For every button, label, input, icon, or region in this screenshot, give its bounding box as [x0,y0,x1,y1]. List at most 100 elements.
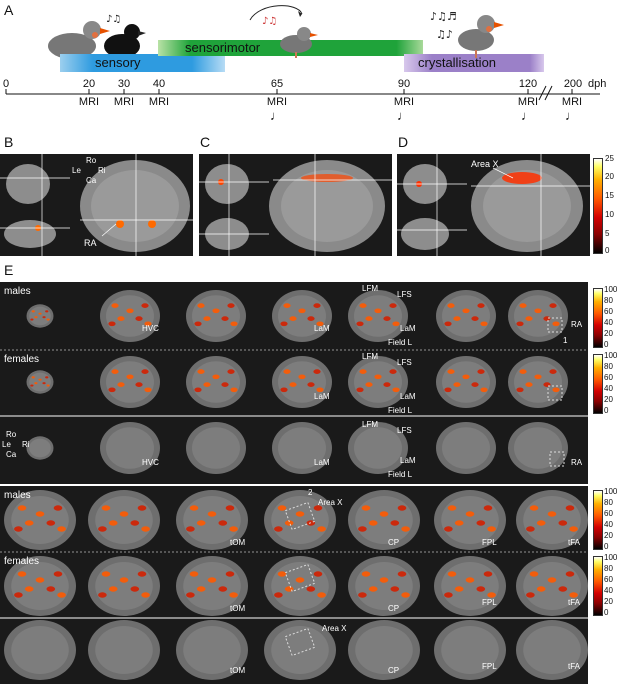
brain-slice [176,556,248,616]
practicing-bird-icon: ♪♫ [249,5,318,58]
colorbar-e-4 [593,556,603,616]
colorbar-e-3 [593,490,603,550]
brain-slice [100,290,160,342]
lbl-fpl-f: FPL [482,598,497,607]
brain-slice [186,422,246,474]
panel-label-b: B [4,134,14,150]
crystallisation-phase-bar [404,54,544,72]
brain-slice [186,356,246,408]
brain-slice [264,620,336,680]
cbe-0-tick-40: 40 [604,318,613,327]
lbl-lam-c: LaM [314,458,330,467]
cbt-20: 20 [605,172,614,181]
note-icon-65: ♩ [270,108,283,123]
panel-label-a: A [4,2,14,18]
row-label-males-2: males [4,490,31,501]
lbl-tfa-f: tFA [568,598,581,607]
svg-text:♪♫♬: ♪♫♬ [430,10,457,23]
tick-120: 120 [518,78,538,90]
mri-30: MRI [113,96,135,108]
brain-slice [348,620,420,680]
lbl-fieldl-m: Field L [388,338,413,347]
brain-slice [272,422,332,474]
cbe-2-tick-100: 100 [604,487,617,496]
lbl-hvc-m: HVC [142,324,159,333]
panel-e-block-2: males females tOM Area X 2 CP FPL tFA tO… [0,486,588,684]
brain-slice [516,556,588,616]
tick-20: 20 [82,78,96,90]
label-area-x-d: Area X [471,159,499,169]
brain-slice [176,620,248,680]
brain-slice [26,304,54,328]
orient-le: Le [72,166,81,175]
cbt-10: 10 [605,210,614,219]
sensory-phase-bar [60,54,225,72]
brain-slice [4,490,76,550]
lbl-lam-c2: LaM [400,456,416,465]
brain-slice [508,422,568,474]
brain-slice [434,490,506,550]
svg-text:♪♫: ♪♫ [262,16,277,27]
tick-unit: dph [588,78,607,90]
timeline-axis [5,85,600,101]
brain-slice [436,356,496,408]
brain-slice [4,556,76,616]
note-icon-200: ♩ [565,108,578,123]
colorbar-e-2 [593,354,603,414]
brain-slice [348,422,408,474]
cbe-1-tick-60: 60 [604,373,613,382]
cbt-0: 0 [605,246,610,255]
cbe-3-tick-0: 0 [604,608,609,617]
mri-200: MRI [561,96,583,108]
cbe-0-tick-0: 0 [604,340,609,349]
lbl-area-x-m: Area X [318,498,343,507]
lbl-lfs-c: LFS [397,426,412,435]
cbt-25: 25 [605,154,614,163]
panel-label-e: E [4,262,14,278]
label-ra-b: RA [84,238,97,248]
tick-30: 30 [117,78,131,90]
lbl-box2: 2 [308,488,313,497]
cbe-2-tick-0: 0 [604,542,609,551]
cbe-3-tick-80: 80 [604,564,613,573]
brain-slice [264,490,336,550]
lbl-fpl-m: FPL [482,538,497,547]
brain-slice [100,356,160,408]
cbe-3-tick-100: 100 [604,553,617,562]
lbl-ra-m: RA [571,320,583,329]
cbe-2-tick-60: 60 [604,509,613,518]
cbe-0-tick-60: 60 [604,307,613,316]
brain-slice [434,556,506,616]
mri-20: MRI [78,96,100,108]
cbe-3-tick-20: 20 [604,597,613,606]
panel-label-d: D [398,134,409,150]
lbl-lam-m: LaM [314,324,330,333]
orient-ca-e: Ca [6,450,17,459]
mri-120: MRI [517,96,539,108]
brain-slice [348,556,420,616]
brain-slice [88,620,160,680]
adult-bird-icon: ♪♫♬ ♫♪ [430,10,504,58]
lbl-tfa-c: tFA [568,662,581,671]
svg-text:♪♫: ♪♫ [106,14,121,25]
cbe-0-tick-100: 100 [604,285,617,294]
cbt-15: 15 [605,191,614,200]
lbl-cp-f: CP [388,604,400,613]
lbl-fieldl-f: Field L [388,406,413,415]
panel-e-block-1: males females HVC LaM LFM LFS LaM Field … [0,282,588,484]
brain-slice [516,490,588,550]
lbl-ra-c: RA [571,458,583,467]
brain-slice [436,290,496,342]
lbl-lfm-f: LFM [362,352,378,361]
brain-slice [26,370,54,394]
cbe-3-tick-60: 60 [604,575,613,584]
panel-b-image: Ro Le Ri Ca RA [0,154,193,256]
brain-slice [434,620,506,680]
cbe-0-tick-20: 20 [604,329,613,338]
cbe-2-tick-20: 20 [604,531,613,540]
cbe-2-tick-40: 40 [604,520,613,529]
cbe-0-tick-80: 80 [604,296,613,305]
lbl-lam-f: LaM [314,392,330,401]
brain-slice [508,356,568,408]
brain-slice [516,620,588,680]
